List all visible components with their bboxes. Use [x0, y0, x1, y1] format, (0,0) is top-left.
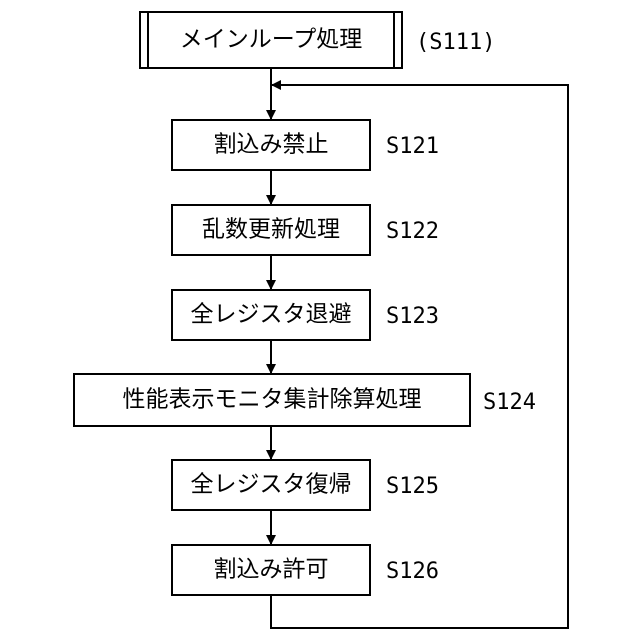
step-label: S124	[483, 390, 536, 415]
start-block-label: (S111)	[416, 30, 495, 55]
process-box-text: 性能表示モニタ集計除算処理	[123, 387, 422, 413]
process-box-text: 全レジスタ退避	[191, 302, 352, 328]
process-box-text: 乱数更新処理	[202, 217, 340, 243]
process-box-text: 割込み許可	[214, 557, 329, 583]
step-label: S121	[386, 134, 439, 159]
process-box-text: 全レジスタ復帰	[191, 472, 352, 498]
process-box-text: 割込み禁止	[214, 132, 329, 158]
step-label: S126	[386, 559, 439, 584]
process-box-s126: 割込み許可	[172, 545, 370, 595]
start-block-text: メインループ処理	[180, 27, 363, 53]
step-label: S123	[386, 304, 439, 329]
step-label: S125	[386, 474, 439, 499]
process-box-s121: 割込み禁止	[172, 120, 370, 170]
start-block: メインループ処理	[140, 12, 402, 68]
process-box-s124: 性能表示モニタ集計除算処理	[74, 374, 470, 426]
process-box-s125: 全レジスタ復帰	[172, 460, 370, 510]
process-box-s123: 全レジスタ退避	[172, 290, 370, 340]
step-label: S122	[386, 219, 439, 244]
process-box-s122: 乱数更新処理	[172, 205, 370, 255]
